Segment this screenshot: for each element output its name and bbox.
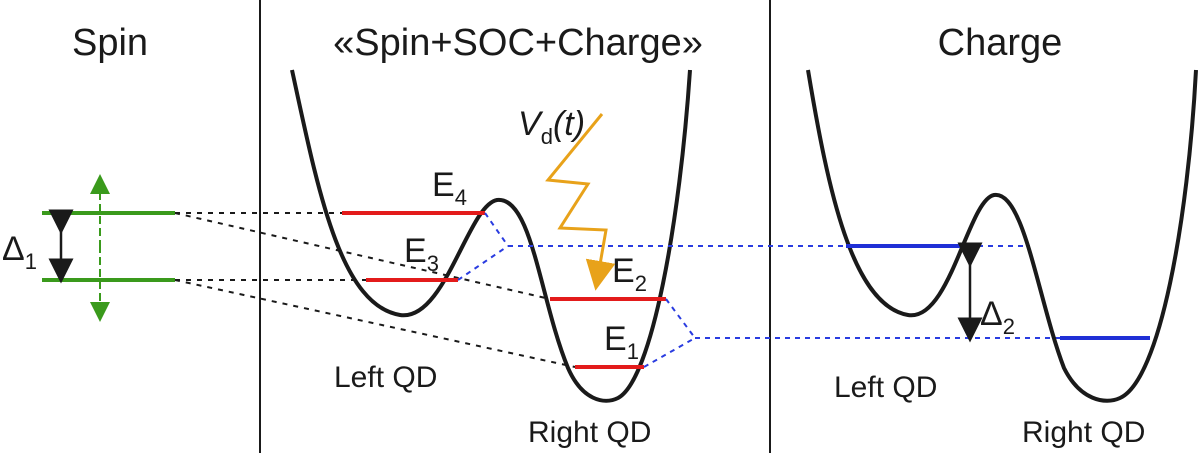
charge-title: Charge — [938, 22, 1063, 64]
label-e2: E2 — [612, 252, 647, 296]
label-e1: E1 — [604, 320, 639, 364]
delta2-label: Δ2 — [980, 295, 1015, 339]
delta1-label: Δ1 — [2, 230, 37, 274]
middle-right-qd: Right QD — [528, 416, 651, 449]
spin-title: Spin — [72, 22, 148, 64]
charge-double-well — [806, 69, 1198, 403]
label-e4: E4 — [432, 166, 467, 210]
charge-left-qd: Left QD — [834, 371, 937, 404]
drive-arrow — [545, 113, 616, 291]
charge-right-qd: Right QD — [1022, 416, 1145, 449]
drive-label: Vd(t) — [518, 105, 585, 149]
middle-title: «Spin+SOC+Charge» — [333, 22, 703, 64]
spin-connectors — [174, 212, 576, 368]
label-e3: E3 — [404, 232, 439, 276]
middle-left-qd: Left QD — [334, 361, 437, 394]
middle-double-well — [290, 69, 692, 403]
